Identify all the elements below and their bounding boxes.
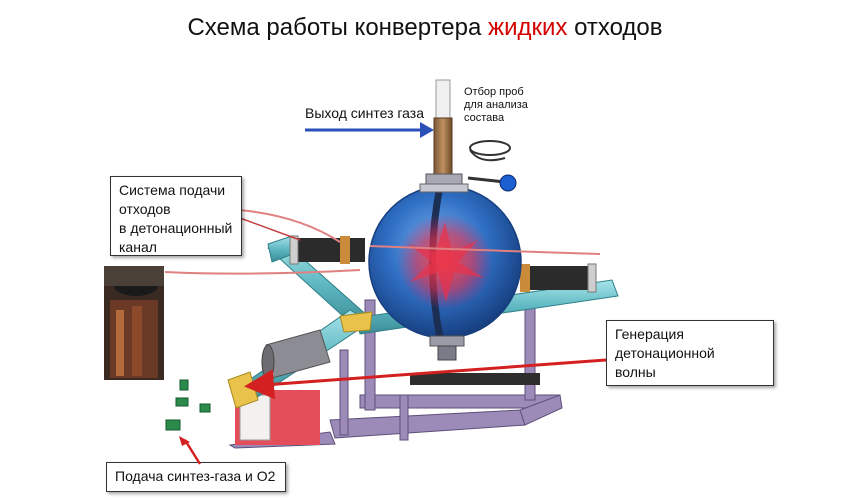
feed-photo [104,266,164,380]
reactor-sphere [368,185,522,339]
feed-tube [164,269,361,275]
feed-connector [239,217,301,241]
sampling-line-3: состава [464,112,505,124]
gas-supply-callout: Подача синтез-газа и O2 [106,462,286,492]
pipe-junction [339,311,373,333]
side-injector-left [289,235,365,265]
feed-tube-right [369,245,601,255]
wave-line-2: детонационной [615,345,715,361]
sampling-probe [467,140,517,192]
sampling-line-1: Отбор проб [464,86,524,98]
title-prefix: Схема работы конвертера [187,14,482,41]
output-arrowhead [420,122,434,138]
diagram-title: Схема работы конвертера жидких отходов [0,14,850,42]
feed-system-line-2: отходов [119,201,171,217]
title-highlight: жидких [488,14,568,41]
sampling-line-2: для анализа [464,99,528,111]
gas-supply-label: Подача синтез-газа и O2 [115,468,276,484]
bottom-nozzle [437,345,457,361]
title-suffix: отходов [574,14,663,41]
bottom-flange [429,335,465,347]
detonation-barrel [261,329,331,380]
base-beam [410,373,540,385]
feed-system-line-1: Система подачи [119,182,226,198]
feed-tube-upper [239,209,341,243]
wave-generation-callout: Генерация детонационной волны [606,320,774,386]
top-outlet [419,79,469,193]
wave-line-3: волны [615,364,656,380]
side-injector-right [520,263,597,293]
feed-system-line-3: в детонационный [119,220,233,236]
syngas-output-label: Выход синтез газа [305,105,425,121]
feed-system-callout: Система подачи отходов в детонационный к… [110,176,242,256]
wave-arrow [244,358,607,400]
gas-fittings [165,379,211,431]
feed-system-line-4: канал [119,239,157,255]
wave-line-1: Генерация [615,326,684,342]
sampling-label: Отбор проб для анализа состава [464,86,528,125]
